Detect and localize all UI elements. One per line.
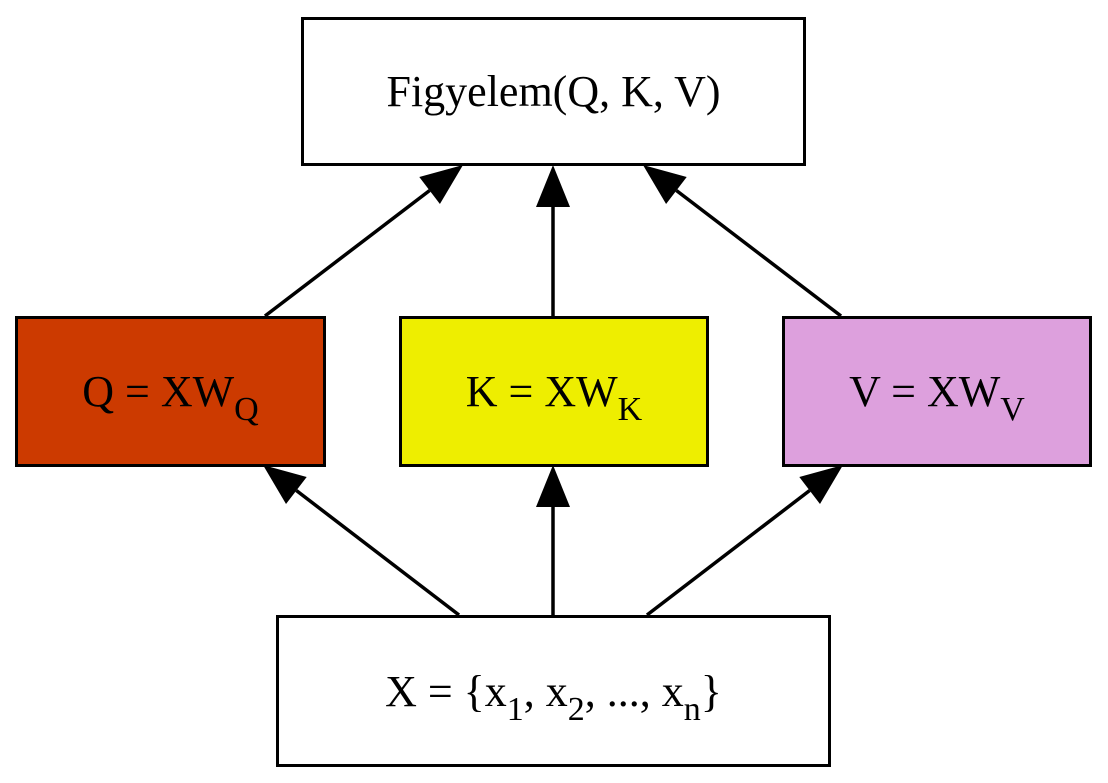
- query-subscript: Q: [234, 391, 259, 428]
- attention-label: Figyelem(Q, K, V): [386, 67, 721, 116]
- arrowhead-key-attention: [536, 165, 570, 207]
- value-label: V = XWV: [849, 367, 1025, 428]
- edge-query-attention: [263, 189, 431, 318]
- arrowhead-input-value: [799, 465, 843, 505]
- query-node: Q = XWQ: [15, 316, 326, 467]
- input-node: X = {x1, x2, ..., xn}: [276, 615, 831, 767]
- edge-input-query: [295, 489, 461, 617]
- input-subscript-1: 1: [506, 690, 524, 728]
- value-node: V = XWV: [782, 316, 1092, 467]
- arrowhead-input-query: [263, 465, 307, 505]
- input-subscript-2: 2: [567, 690, 585, 728]
- value-subscript: V: [1000, 391, 1025, 428]
- input-label: X = {x1, x2, ..., xn}: [385, 666, 722, 728]
- edge-value-attention: [675, 189, 843, 318]
- query-label: Q = XWQ: [82, 367, 259, 428]
- attention-node: Figyelem(Q, K, V): [301, 17, 806, 166]
- arrowhead-input-key: [536, 465, 570, 507]
- key-node: K = XWK: [399, 316, 709, 467]
- input-subscript-n: n: [683, 690, 701, 728]
- key-label: K = XWK: [465, 367, 643, 428]
- key-subscript: K: [617, 391, 643, 428]
- arrowhead-value-attention: [643, 165, 687, 204]
- edge-input-value: [645, 489, 811, 617]
- arrowhead-query-attention: [419, 165, 463, 204]
